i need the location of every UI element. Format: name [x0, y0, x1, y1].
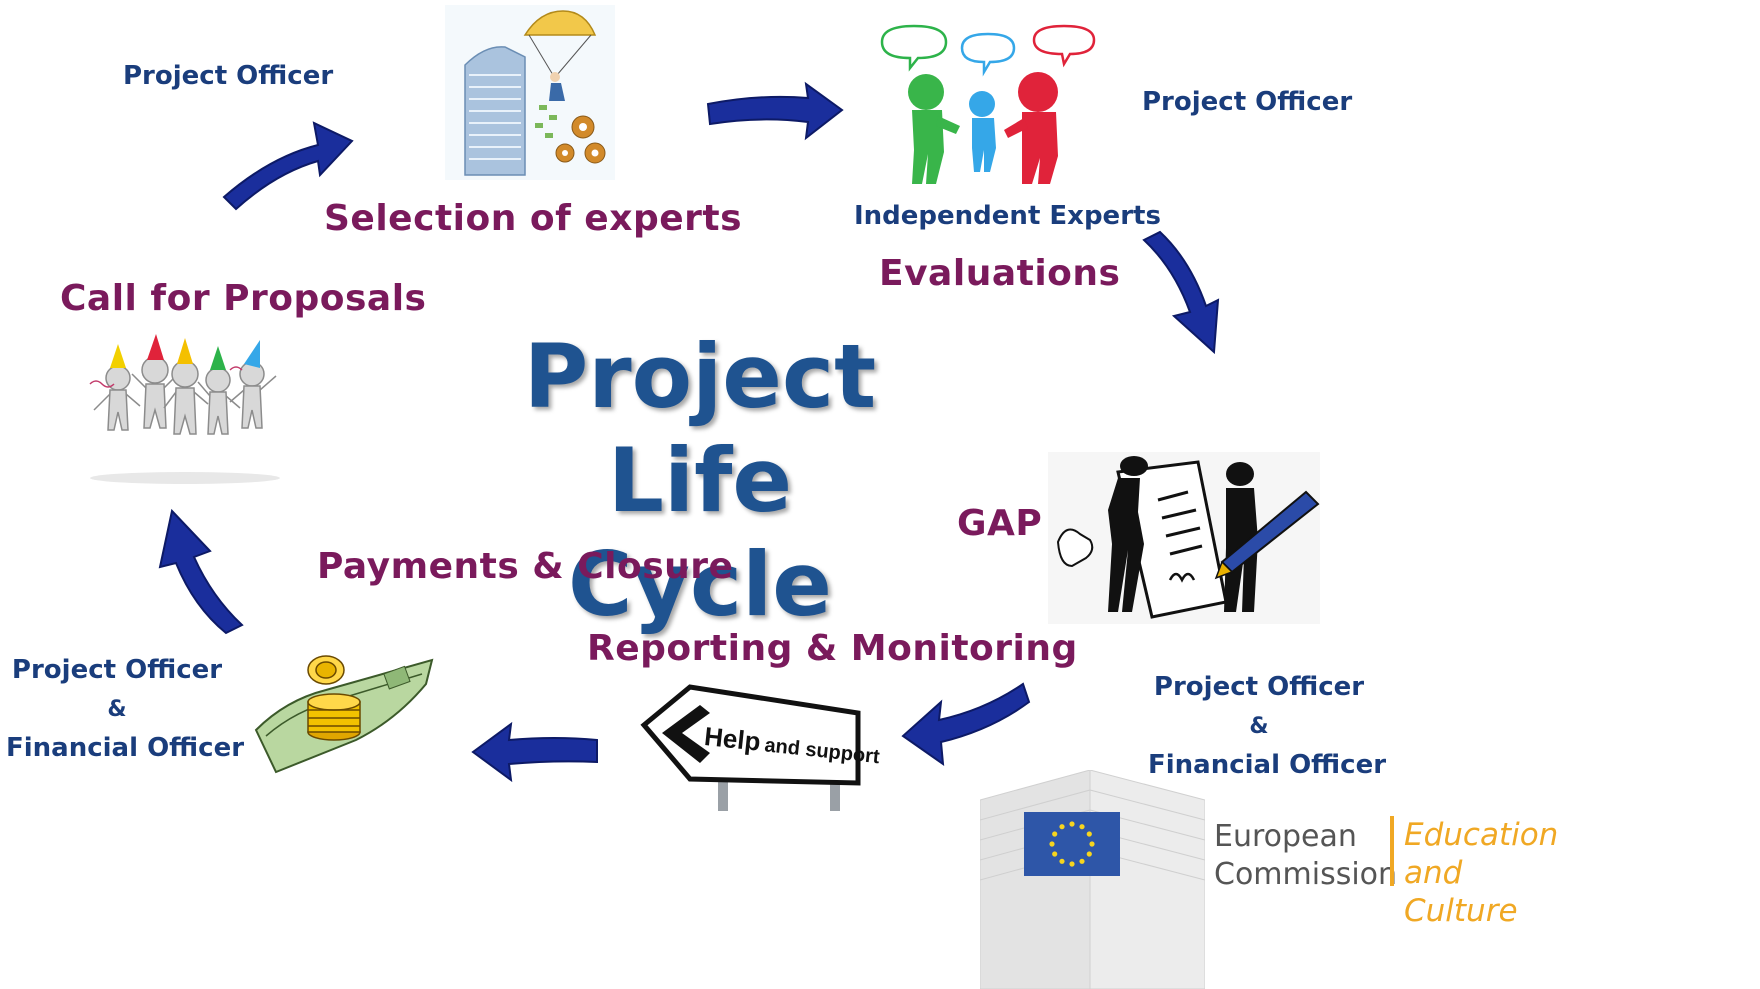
title-line-2: Life Cycle	[568, 429, 832, 636]
diagram-title: Project Life Cycle	[480, 325, 920, 637]
title-line-1: Project	[523, 325, 877, 428]
building-parachute-illustration	[445, 5, 615, 180]
stage-label-payments: Payments & Closure	[317, 546, 734, 587]
stage-label-gap: GAP	[957, 503, 1043, 544]
signing-agreement-illustration	[1048, 452, 1320, 624]
stage-label-call: Call for Proposals	[60, 278, 427, 319]
sign-board	[640, 684, 861, 811]
role-line: Project Officer	[1153, 672, 1365, 702]
stage-label-selection: Selection of experts	[324, 198, 743, 239]
role-selection: Project Officer	[123, 61, 334, 91]
logo-org-line-1: European	[1214, 819, 1357, 854]
logo-dg-line-1: Education	[1404, 817, 1559, 853]
arrow-call-to-selection	[222, 121, 354, 211]
european-commission-logo: European Commission Education and Cultur…	[980, 770, 1560, 989]
role-line: &	[1249, 714, 1269, 739]
eu-flag-icon	[1024, 812, 1120, 876]
logo-dg-line-2: and Culture	[1404, 855, 1518, 929]
logo-divider	[1390, 816, 1394, 886]
arrow-evaluation-to-gap	[1142, 230, 1220, 355]
logo-org-line-2: Commission	[1214, 857, 1398, 892]
stage-label-evaluations: Evaluations	[879, 253, 1121, 294]
arrow-payments-to-call	[158, 508, 244, 635]
role-line: Financial Officer	[6, 733, 245, 763]
role-evaluation-po: Project Officer	[1142, 87, 1353, 117]
arrow-selection-to-evaluation	[706, 81, 844, 141]
role-evaluation-experts: Independent Experts	[854, 201, 1161, 231]
party-people-illustration	[89, 334, 280, 484]
arrow-reporting-to-payments	[471, 721, 598, 783]
role-line: Project Officer	[11, 655, 223, 685]
role-payments: Project Officer & Financial Officer	[6, 651, 245, 768]
logo-org-name: European Commission	[1214, 818, 1397, 894]
role-line: Financial Officer	[1148, 750, 1387, 780]
money-coins-illustration	[254, 655, 434, 774]
talking-figures-illustration	[880, 24, 1096, 184]
stage-label-reporting: Reporting & Monitoring	[587, 628, 1078, 669]
role-line: &	[107, 697, 127, 722]
sign-help-word: Help	[702, 721, 763, 757]
help-support-sign: Help and support	[640, 683, 881, 811]
commission-building-graphic	[980, 770, 1205, 989]
logo-dg-name: Education and Culture	[1404, 816, 1560, 930]
role-reporting: Project Officer & Financial Officer	[1148, 668, 1387, 785]
arrow-gap-to-reporting	[901, 682, 1031, 767]
